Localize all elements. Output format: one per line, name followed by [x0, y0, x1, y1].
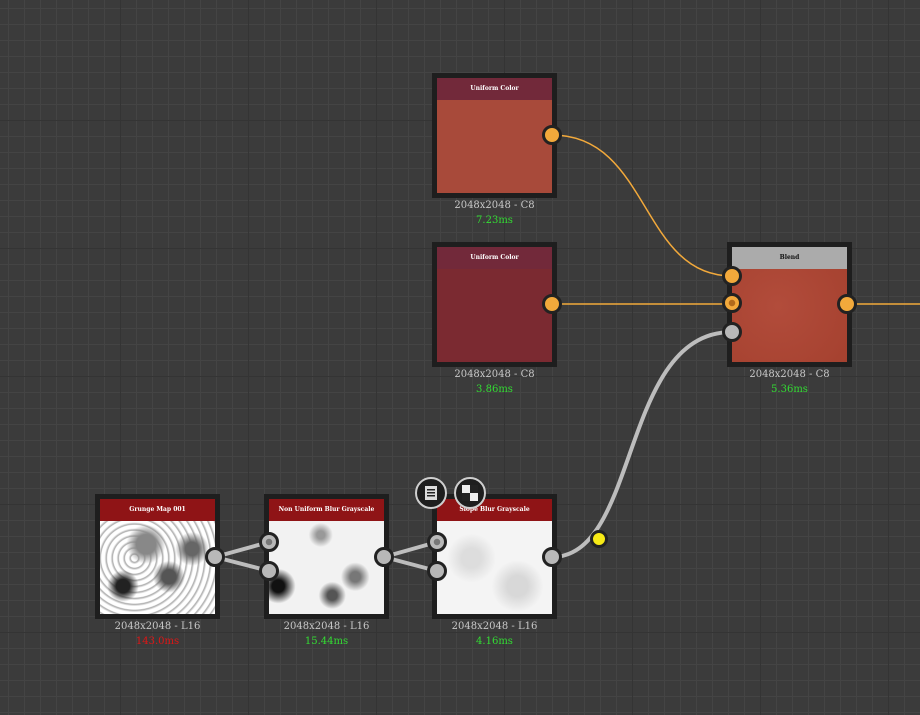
node-preview [100, 521, 215, 614]
wire-slope-blend[interactable] [551, 330, 733, 559]
node-format: 2048x2048 - L16 [451, 621, 538, 632]
checker-preview-icon[interactable] [454, 477, 486, 509]
input-port-mask[interactable] [722, 322, 742, 342]
input-port[interactable] [427, 532, 447, 552]
node-format: 2048x2048 - C8 [454, 369, 535, 380]
node-time: 5.36ms [771, 384, 808, 395]
node-title: Uniform Color [437, 247, 552, 269]
node-slope-blur[interactable]: Slope Blur Grayscale [432, 494, 557, 619]
node-title: Non Uniform Blur Grayscale [269, 499, 384, 521]
node-time: 7.23ms [476, 215, 513, 226]
input-port-background[interactable] [722, 293, 742, 313]
node-uniform-color-2[interactable]: Uniform Color [432, 242, 557, 367]
node-non-uniform-blur[interactable]: Non Uniform Blur Grayscale [264, 494, 389, 619]
node-preview [732, 269, 847, 362]
node-preview [437, 100, 552, 193]
node-title: Blend [732, 247, 847, 269]
input-port[interactable] [259, 532, 279, 552]
input-port[interactable] [259, 561, 279, 581]
output-port[interactable] [542, 547, 562, 567]
output-port[interactable] [205, 547, 225, 567]
node-uniform-color-1[interactable]: Uniform Color [432, 73, 557, 198]
input-port[interactable] [427, 561, 447, 581]
output-port[interactable] [542, 294, 562, 314]
input-port-foreground[interactable] [722, 266, 742, 286]
wire-uniform1-blend[interactable] [551, 134, 733, 277]
node-title: Uniform Color [437, 78, 552, 100]
node-title: Grunge Map 001 [100, 499, 215, 521]
node-format: 2048x2048 - L16 [283, 621, 370, 632]
document-list-icon[interactable] [415, 477, 447, 509]
node-format: 2048x2048 - L16 [114, 621, 201, 632]
output-port[interactable] [837, 294, 857, 314]
node-format: 2048x2048 - C8 [454, 200, 535, 211]
wire-reroute-dot[interactable] [590, 530, 608, 548]
node-title: Slope Blur Grayscale [437, 499, 552, 521]
node-time: 143.0ms [135, 636, 180, 647]
node-time: 3.86ms [476, 384, 513, 395]
node-time: 4.16ms [476, 636, 513, 647]
output-port[interactable] [374, 547, 394, 567]
output-port[interactable] [542, 125, 562, 145]
node-preview [437, 269, 552, 362]
node-preview [437, 521, 552, 614]
node-format: 2048x2048 - C8 [749, 369, 830, 380]
node-preview [269, 521, 384, 614]
node-blend[interactable]: Blend [727, 242, 852, 367]
node-time: 15.44ms [304, 636, 349, 647]
node-grunge-map[interactable]: Grunge Map 001 [95, 494, 220, 619]
